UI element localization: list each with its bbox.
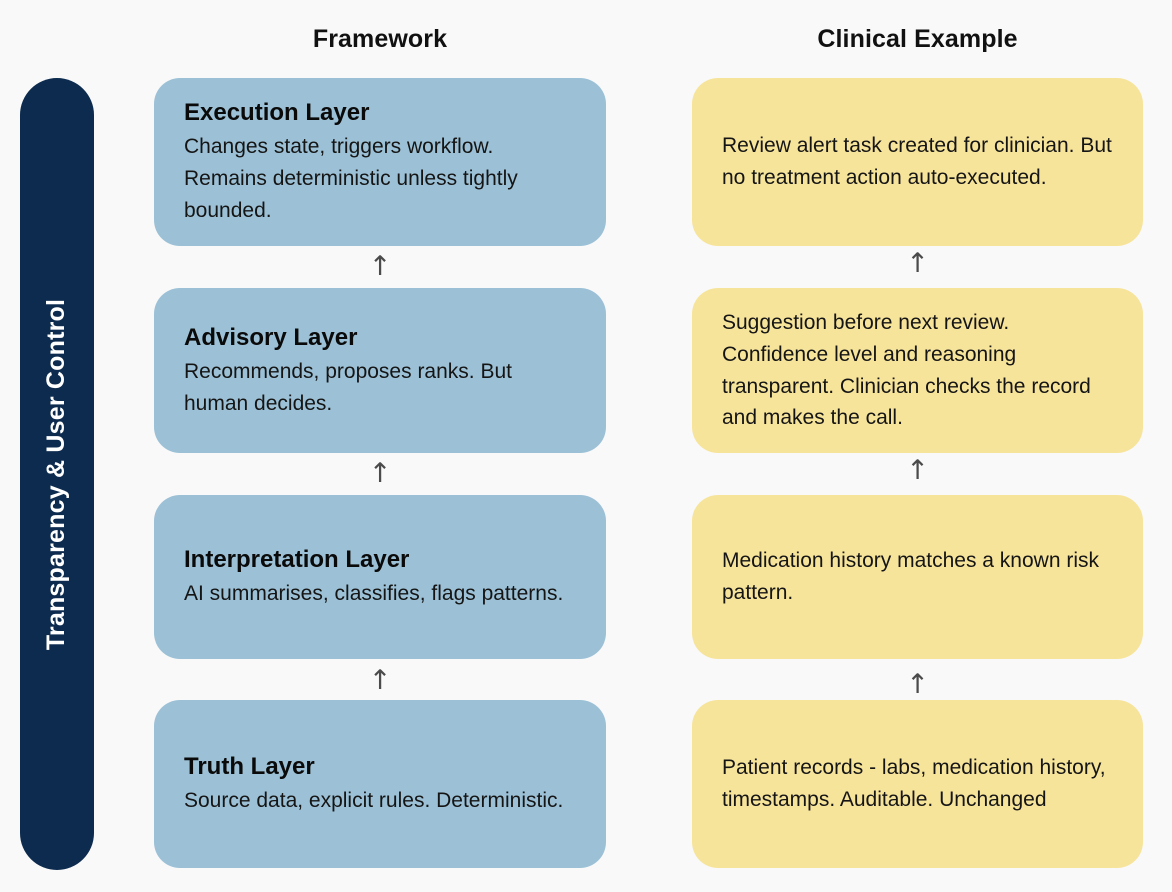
framework-card-truth-layer: Truth Layer Source data, explicit rules.… (154, 700, 606, 868)
transparency-user-control-rail: Transparency & User Control (20, 78, 94, 870)
card-body: Medication history matches a known risk … (722, 549, 1099, 604)
card-body: Suggestion before next review. Confidenc… (722, 310, 1091, 430)
arrow-up-icon: ↑ (368, 251, 392, 282)
card-body: Changes state, triggers workflow. Remain… (184, 135, 518, 223)
clinical-card-execution-layer: Review alert task created for clinician.… (692, 78, 1143, 246)
arrow-up-icon: ↑ (906, 248, 929, 279)
card-body: Review alert task created for clinician.… (722, 134, 1112, 189)
framework-card-execution-layer: Execution Layer Changes state, triggers … (154, 78, 606, 246)
clinical-card-advisory-layer: Suggestion before next review. Confidenc… (692, 288, 1143, 453)
card-body: AI summarises, classifies, flags pattern… (184, 582, 564, 606)
card-body: Source data, explicit rules. Determinist… (184, 789, 564, 813)
column-header-clinical-example: Clinical Example (817, 25, 1018, 53)
arrow-up-icon: ↑ (906, 669, 929, 700)
clinical-card-interpretation-layer: Medication history matches a known risk … (692, 495, 1143, 659)
arrow-up-icon: ↑ (368, 665, 392, 696)
framework-card-advisory-layer: Advisory Layer Recommends, proposes rank… (154, 288, 606, 453)
card-body: Patient records - labs, medication histo… (722, 756, 1106, 811)
card-title: Advisory Layer (184, 323, 358, 351)
card-title: Truth Layer (184, 752, 315, 780)
column-header-framework: Framework (312, 25, 448, 53)
card-title: Interpretation Layer (184, 545, 410, 573)
clinical-card-truth-layer: Patient records - labs, medication histo… (692, 700, 1143, 868)
framework-card-interpretation-layer: Interpretation Layer AI summarises, clas… (154, 495, 606, 659)
arrow-up-icon: ↑ (906, 455, 929, 486)
card-title: Execution Layer (184, 99, 370, 127)
card-body: Recommends, proposes ranks. But human de… (184, 359, 512, 415)
arrow-up-icon: ↑ (368, 458, 392, 489)
